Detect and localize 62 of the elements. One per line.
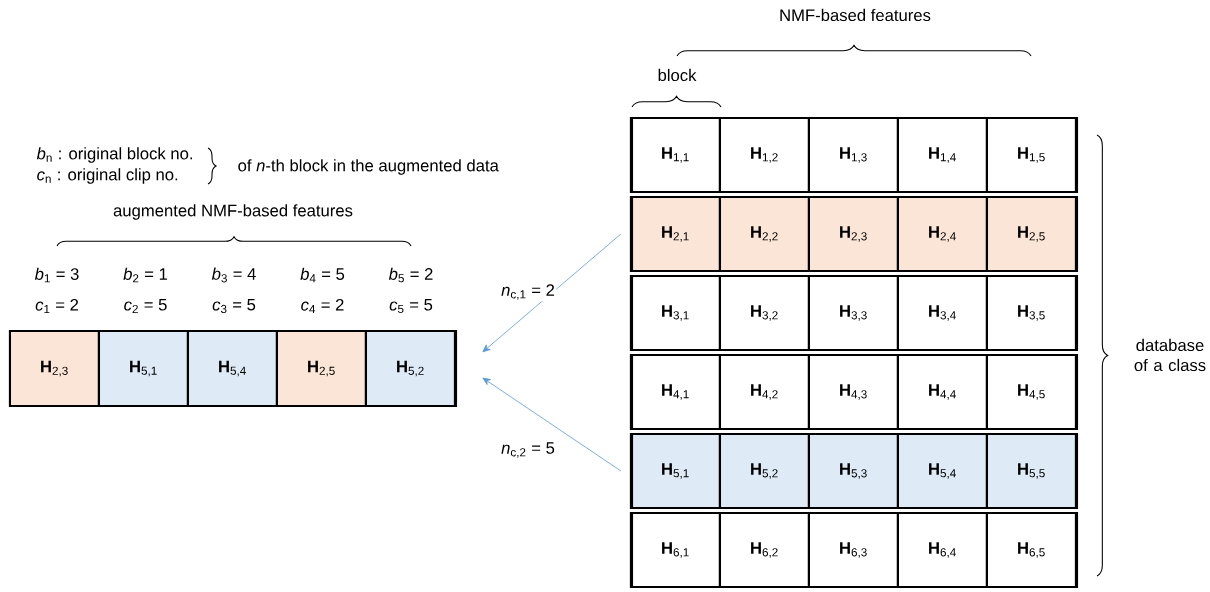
edge-label: n$_{c,2}$ = 5 bbox=[499, 440, 557, 460]
feature-cell: H$_{2,3}$ bbox=[807, 195, 899, 273]
definition-text: c$_{n}$ : original clip no. bbox=[37, 168, 178, 184]
feature-row bbox=[630, 274, 1079, 352]
feature-cell: H$_{3,5}$ bbox=[985, 274, 1077, 352]
feature-cell: H$_{5,4}$ bbox=[186, 329, 278, 408]
section-heading: augmented NMF-based features bbox=[113, 204, 353, 220]
feature-cell: H$_{2,1}$ bbox=[629, 195, 721, 273]
edge-label: n$_{c,1}$ = 2 bbox=[499, 282, 557, 302]
feature-cell: H$_{6,4}$ bbox=[896, 511, 988, 589]
feature-cell: H$_{1,3}$ bbox=[807, 116, 899, 194]
feature-cell: H$_{4,5}$ bbox=[985, 353, 1077, 431]
section-heading: NMF-based features bbox=[780, 8, 931, 22]
feature-cell: H$_{5,1}$ bbox=[97, 329, 189, 408]
feature-cell: H$_{4,1}$ bbox=[629, 353, 721, 431]
feature-row bbox=[630, 432, 1079, 510]
value-label: b$_{1}$ = 3 bbox=[34, 267, 79, 283]
feature-cell: H$_{5,2}$ bbox=[718, 432, 810, 510]
feature-cell: H$_{5,5}$ bbox=[985, 432, 1077, 510]
value-label: b$_{3}$ = 4 bbox=[211, 267, 256, 283]
feature-cell: H$_{1,4}$ bbox=[896, 116, 988, 194]
note-text: of n-th block in the augmented data bbox=[238, 159, 499, 175]
feature-row bbox=[630, 116, 1079, 194]
value-label: c$_{1}$ = 2 bbox=[35, 298, 79, 314]
value-label: b$_{2}$ = 1 bbox=[123, 267, 167, 283]
feature-cell: H$_{1,2}$ bbox=[718, 116, 810, 194]
feature-cell: H$_{2,3}$ bbox=[8, 329, 100, 408]
feature-cell: H$_{3,4}$ bbox=[896, 274, 988, 352]
feature-cell: H$_{6,1}$ bbox=[629, 511, 721, 589]
feature-cell: H$_{2,5}$ bbox=[275, 329, 367, 408]
value-label: b$_{4}$ = 5 bbox=[300, 267, 345, 283]
feature-cell: H$_{3,1}$ bbox=[629, 274, 721, 352]
feature-cell: H$_{5,4}$ bbox=[896, 432, 988, 510]
feature-cell: H$_{6,2}$ bbox=[718, 511, 810, 589]
feature-cell: H$_{3,3}$ bbox=[807, 274, 899, 352]
arrow bbox=[482, 233, 622, 353]
value-label: c$_{5}$ = 5 bbox=[389, 298, 433, 314]
feature-cell: H$_{4,2}$ bbox=[718, 353, 810, 431]
value-label: b$_{5}$ = 2 bbox=[388, 267, 433, 283]
bracket-label: block bbox=[658, 68, 697, 82]
value-label: c$_{2}$ = 5 bbox=[124, 298, 167, 314]
feature-row bbox=[630, 511, 1079, 589]
feature-cell: H$_{6,5}$ bbox=[985, 511, 1077, 589]
feature-cell: H$_{1,1}$ bbox=[629, 116, 721, 194]
feature-cell: H$_{3,2}$ bbox=[718, 274, 810, 352]
feature-cell: H$_{2,5}$ bbox=[985, 195, 1077, 273]
value-label: c$_{4}$ = 2 bbox=[301, 298, 344, 314]
feature-cell: H$_{5,1}$ bbox=[629, 432, 721, 510]
feature-cell: H$_{1,5}$ bbox=[985, 116, 1077, 194]
bracket-label: database of a class bbox=[1134, 338, 1206, 372]
feature-cell: H$_{4,3}$ bbox=[807, 353, 899, 431]
feature-row bbox=[630, 195, 1079, 273]
feature-cell: H$_{2,4}$ bbox=[896, 195, 988, 273]
definition-text: b$_{n}$ : original block no. bbox=[36, 147, 192, 163]
feature-cell: H$_{4,4}$ bbox=[896, 353, 988, 431]
feature-cell: H$_{5,3}$ bbox=[807, 432, 899, 510]
feature-row bbox=[630, 353, 1079, 431]
feature-cell: H$_{2,2}$ bbox=[718, 195, 810, 273]
arrow bbox=[482, 377, 622, 472]
value-label: c$_{3}$ = 5 bbox=[212, 298, 256, 314]
feature-cell: H$_{5,2}$ bbox=[364, 329, 456, 408]
feature-cell: H$_{6,3}$ bbox=[807, 511, 899, 589]
